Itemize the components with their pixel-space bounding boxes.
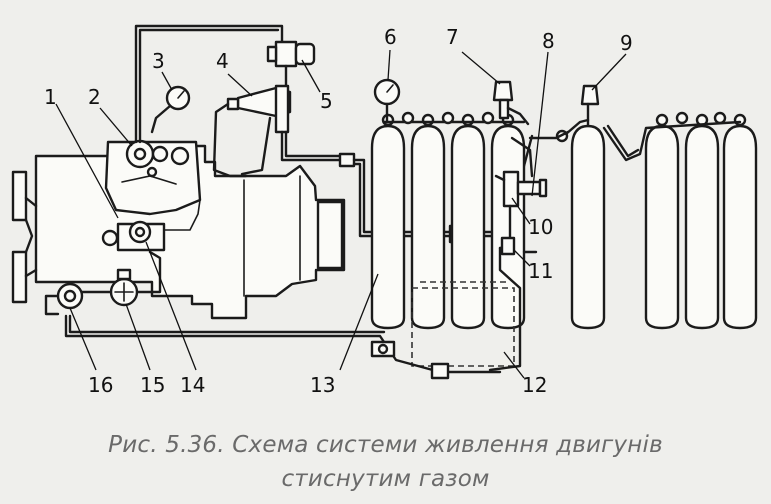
carburettor [101, 199, 201, 252]
callout-13: 13 [310, 373, 335, 397]
callout-7: 7 [446, 25, 459, 49]
callout-4: 4 [216, 49, 229, 73]
callout-5: 5 [320, 89, 333, 113]
fuel-filter [80, 250, 162, 307]
callout-1: 1 [44, 85, 57, 109]
leader-lines [55, 49, 627, 379]
gas-reducer [104, 139, 202, 216]
callout-2: 2 [88, 85, 101, 109]
callout-14: 14 [180, 373, 205, 397]
low-pressure-line [64, 314, 502, 380]
callout-12: 12 [522, 373, 547, 397]
callout-6: 6 [384, 25, 397, 49]
figure-caption-line-1: Рис. 5.36. Схема системи живлення двигун… [108, 432, 663, 458]
figure-caption-line-2: стиснутим газом [281, 466, 490, 492]
callout-3: 3 [152, 49, 165, 73]
callout-15: 15 [140, 373, 165, 397]
cylinder-group-left [370, 111, 526, 330]
solenoid-valve [266, 40, 316, 90]
cylinder-group-right [570, 111, 758, 330]
filling-valve [492, 80, 530, 126]
callout-11: 11 [528, 259, 553, 283]
pressure-gauge-3 [150, 85, 191, 134]
callout-10: 10 [528, 215, 553, 239]
main-valve [494, 136, 548, 256]
upper-gas-line [134, 24, 284, 144]
callout-9: 9 [620, 31, 633, 55]
callout-16: 16 [88, 373, 113, 397]
callout-8: 8 [542, 29, 555, 53]
callout-labels: 1 2 3 4 5 6 7 8 9 10 11 12 13 14 15 16 [44, 25, 633, 397]
fuel-pump [44, 282, 84, 316]
valve-9 [555, 84, 600, 143]
pressure-gauge-6 [373, 78, 401, 124]
fan [11, 170, 38, 304]
